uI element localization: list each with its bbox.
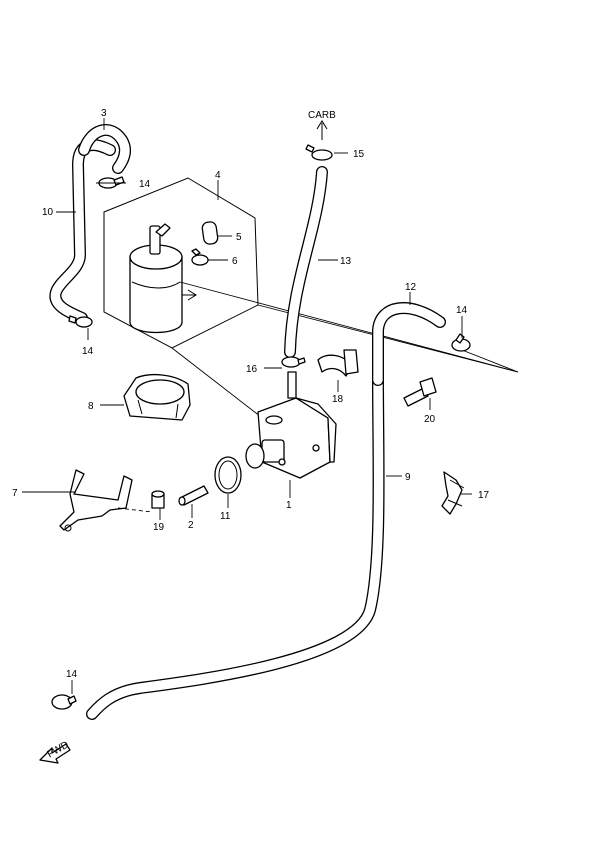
carb-arrow	[316, 120, 328, 140]
fuel-filter[interactable]	[129, 223, 197, 334]
clamp-14-left[interactable]	[68, 315, 93, 328]
callout-4: 4	[215, 170, 221, 181]
callout-18: 18	[332, 394, 344, 405]
callout-14-left: 14	[82, 346, 94, 357]
callout-8: 8	[88, 401, 94, 412]
callout-6: 6	[232, 256, 238, 267]
reference-line-1	[179, 281, 519, 373]
hose-13[interactable]	[284, 166, 328, 358]
callout-17: 17	[478, 490, 490, 501]
leader-lines	[22, 118, 472, 694]
callout-13: 13	[340, 256, 352, 267]
pin-2[interactable]	[178, 485, 209, 506]
bracket-7-link	[117, 507, 153, 513]
hose-3[interactable]	[78, 124, 131, 174]
grommet-19[interactable]	[151, 490, 165, 509]
callout-7: 7	[12, 488, 18, 499]
callout-3: 3	[101, 108, 107, 119]
bracket-8[interactable]	[123, 373, 191, 421]
clamp-16[interactable]	[281, 356, 306, 368]
callout-14-upper: 14	[139, 179, 151, 190]
bolt-20[interactable]	[403, 377, 437, 407]
callout-16: 16	[246, 364, 258, 375]
callout-9: 9	[405, 472, 411, 483]
callout-15: 15	[353, 149, 365, 160]
callout-19: 19	[153, 522, 165, 533]
callout-14-right: 14	[456, 305, 468, 316]
callout-14-bottom: 14	[66, 669, 78, 680]
callout-12: 12	[405, 282, 417, 293]
callout-2: 2	[188, 520, 194, 531]
hose-12[interactable]	[372, 302, 446, 386]
bracket-7[interactable]	[59, 469, 133, 532]
carb-label: CARB	[308, 110, 336, 121]
reference-line-3	[171, 347, 266, 421]
clip-18[interactable]	[317, 349, 359, 377]
clamp-14-right[interactable]	[451, 333, 471, 352]
reference-line-2	[257, 304, 519, 373]
fwd-arrow	[39, 743, 71, 764]
fuel-pump[interactable]	[245, 371, 337, 479]
callout-11: 11	[220, 511, 231, 522]
hose-9[interactable]	[86, 374, 385, 720]
clamp-14-upper[interactable]	[98, 176, 125, 189]
clip-17[interactable]	[441, 471, 465, 515]
clamp-14-bottom[interactable]	[51, 694, 77, 710]
callout-5: 5	[236, 232, 242, 243]
callout-20: 20	[424, 414, 436, 425]
clamp-15[interactable]	[305, 144, 333, 161]
clamp-6[interactable]	[191, 248, 209, 266]
hose-10[interactable]	[49, 139, 116, 324]
filter-nipple-5[interactable]	[201, 221, 219, 245]
callout-1: 1	[286, 500, 292, 511]
callouts: 3 10 14 4 5 6 14 CARB 15 13 12 14 16 18 …	[12, 108, 490, 760]
callout-10: 10	[42, 207, 54, 218]
